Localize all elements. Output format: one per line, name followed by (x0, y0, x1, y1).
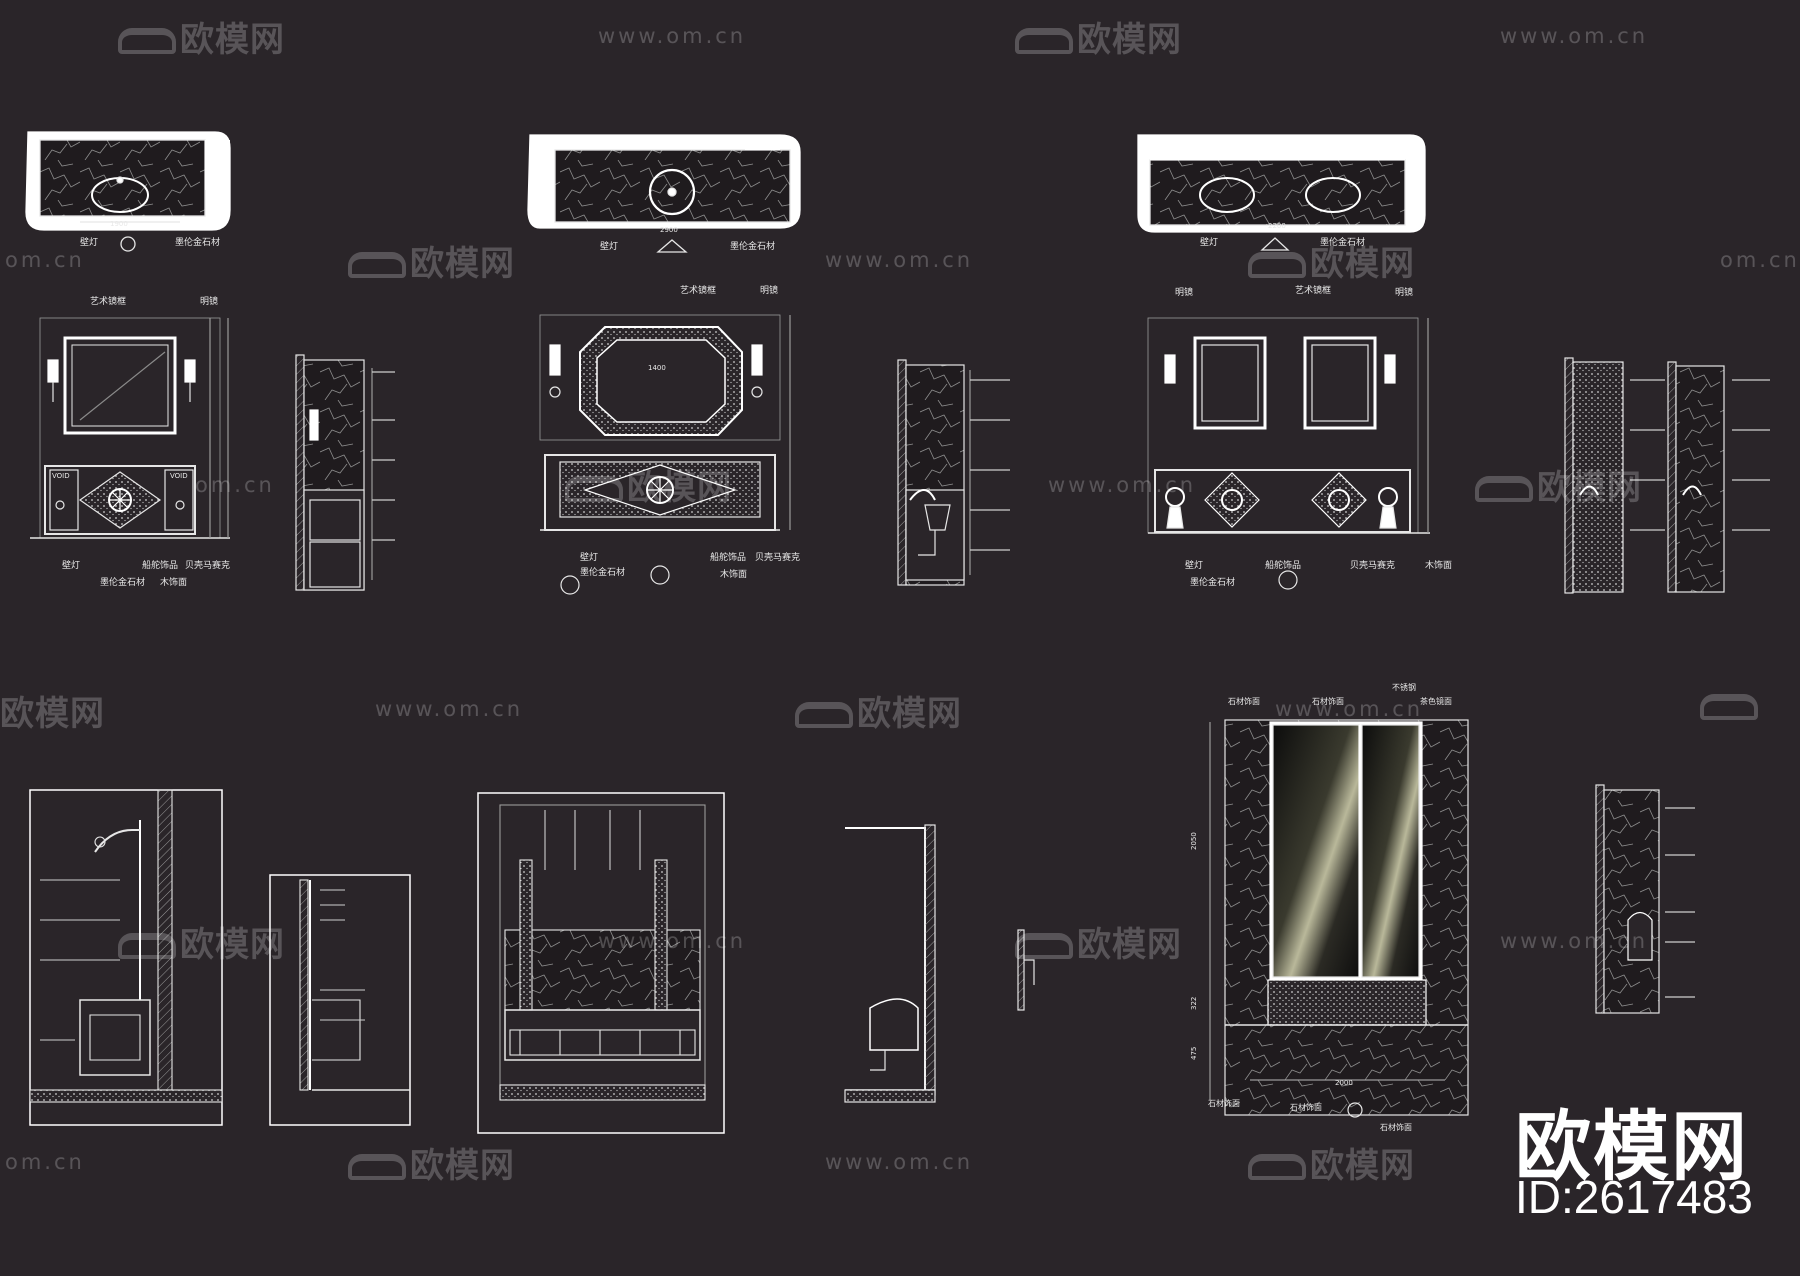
label-stone-4: 墨伦金石材 (100, 576, 145, 588)
dim-mirror-width: 2000 (1335, 1079, 1353, 1087)
plan-view-octagon (527, 134, 801, 253)
section-double-vanity (1564, 357, 1770, 594)
label-void-2: VOID (170, 472, 188, 480)
elevation-single-vanity (30, 317, 230, 539)
detail-section-small (269, 874, 411, 1126)
label-wall-sconce-2: 壁灯 (600, 240, 618, 252)
label-wall-sconce-4: 壁灯 (62, 559, 80, 571)
label-stone-5: 墨伦金石材 (580, 566, 625, 578)
label-stone-finish-2: 石材饰面 (1312, 696, 1344, 706)
dim-plan-2: 2900 (660, 226, 678, 234)
detail-small-bracket (1017, 929, 1035, 1011)
label-mirror-2: 明镜 (760, 284, 778, 296)
detail-elevation-center (477, 792, 725, 1134)
label-wall-sconce-6: 壁灯 (1185, 559, 1203, 571)
label-mirror-3: 明镜 (1175, 286, 1193, 298)
label-stone-2: 墨伦金石材 (730, 240, 775, 252)
label-steel: 不锈钢 (1392, 682, 1416, 692)
plan-labels: 壁灯 墨伦金石材 1900 壁灯 墨伦金石材 2900 壁灯 墨伦金石材 220… (80, 220, 1365, 252)
model-id: ID:2617483 (1515, 1171, 1753, 1223)
label-wood-2: 木饰面 (720, 568, 747, 580)
dim-shelf: 322 (1190, 997, 1198, 1010)
detail-section-left (29, 789, 223, 1126)
label-stone-6: 墨伦金石材 (1190, 576, 1235, 588)
dim-plan-1: 1900 (110, 220, 128, 228)
elevation-octagon-vanity (539, 314, 791, 595)
dim-base: 475 (1190, 1047, 1198, 1060)
label-stone-finish-1: 石材饰面 (1228, 696, 1260, 706)
detail-section-sink (844, 824, 936, 1103)
label-decor-2: 船舵饰品 (710, 551, 746, 563)
label-stone-finish-5: 石材饰面 (1380, 1122, 1412, 1132)
label-art-frame-1: 艺术镜框 (90, 295, 126, 307)
label-decor-1: 船舵饰品 (142, 559, 178, 571)
label-wall-sconce-5: 壁灯 (580, 551, 598, 563)
dim-plan-3: 2200 (1268, 222, 1286, 230)
label-stone-1: 墨伦金石材 (175, 236, 220, 248)
label-art-frame-2: 艺术镜框 (680, 284, 716, 296)
brand-name: 欧模网 (1515, 1102, 1749, 1191)
label-stone-3: 墨伦金石材 (1320, 236, 1365, 248)
section-octagon-vanity (897, 359, 1010, 586)
elevation-double-vanity (1147, 317, 1430, 590)
label-art-frame-3: 艺术镜框 (1295, 284, 1331, 296)
bottom-labels: 石材饰面 石材饰面 不锈钢 茶色镜面 石材饰面 石材饰面 石材饰面 2000 2… (1190, 682, 1452, 1132)
label-stone-finish-3: 石材饰面 (1208, 1098, 1240, 1108)
plan-view-double (1137, 134, 1426, 251)
label-mirror-finish: 茶色镜面 (1420, 696, 1452, 706)
mirror-cabinet-section (1595, 784, 1695, 1014)
label-decor-3: 船舵饰品 (1265, 559, 1301, 571)
label-mosaic-1: 贝壳马赛克 (185, 559, 230, 571)
plan-view-single (25, 131, 231, 252)
label-wood-3: 木饰面 (1425, 559, 1452, 571)
elevation-labels: 艺术镜框 明镜 船舵饰品 贝壳马赛克 墨伦金石材 木饰面 壁灯 VOID VOI… (52, 284, 1452, 588)
label-void-1: VOID (52, 472, 70, 480)
label-wall-sconce-3: 壁灯 (1200, 236, 1218, 248)
label-wall-sconce-1: 壁灯 (80, 236, 98, 248)
label-stone-finish-4: 石材饰面 (1290, 1102, 1322, 1112)
section-single-vanity (295, 354, 395, 591)
label-mirror-4: 明镜 (1395, 286, 1413, 298)
label-mosaic-3: 贝壳马赛克 (1350, 559, 1395, 571)
label-mosaic-2: 贝壳马赛克 (755, 551, 800, 563)
label-wood-1: 木饰面 (160, 576, 187, 588)
mirror-cabinet-elevation (1209, 719, 1469, 1118)
dim-mirror-height: 2050 (1190, 832, 1198, 850)
label-mirror-1: 明镜 (200, 295, 218, 307)
dim-octagon: 1400 (648, 364, 666, 372)
